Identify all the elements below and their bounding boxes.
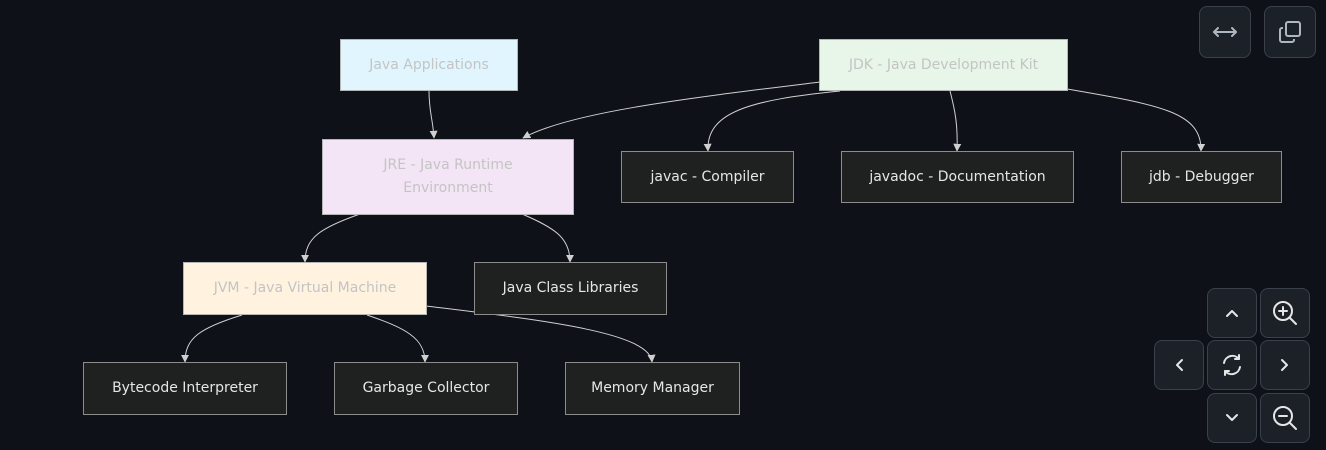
- node-memory-manager[interactable]: Memory Manager: [565, 362, 740, 415]
- copy-button[interactable]: [1264, 6, 1316, 58]
- node-bytecode-interpreter[interactable]: Bytecode Interpreter: [83, 362, 287, 415]
- node-jdb[interactable]: jdb - Debugger: [1121, 151, 1282, 203]
- edge-jvm-interpreter: [181, 314, 243, 363]
- chevron-up-icon: [1226, 310, 1238, 317]
- node-jvm[interactable]: JVM - Java Virtual Machine: [183, 262, 427, 315]
- arrows-horizontal-icon: [1213, 27, 1237, 37]
- pan-left-button[interactable]: [1154, 340, 1204, 390]
- zoom-out-button[interactable]: [1260, 393, 1310, 443]
- edge-jvm-gc: [366, 314, 429, 363]
- pan-up-button[interactable]: [1207, 288, 1257, 338]
- edge-jre-jvm: [301, 213, 361, 263]
- chevron-left-icon: [1176, 359, 1183, 371]
- chevron-right-icon: [1281, 359, 1288, 371]
- edge-jvm-memory: [425, 305, 656, 363]
- edge-jdk-jdb: [1066, 88, 1206, 152]
- node-garbage-collector[interactable]: Garbage Collector: [334, 362, 518, 415]
- edge-jdk-jre: [522, 81, 821, 139]
- edge-jre-libs: [521, 213, 574, 263]
- node-jre[interactable]: JRE - Java Runtime Environment: [322, 139, 574, 215]
- edge-jdk-javac: [703, 90, 841, 152]
- zoom-in-button[interactable]: [1260, 288, 1310, 338]
- reset-view-button[interactable]: [1207, 340, 1257, 390]
- copy-icon: [1279, 21, 1301, 43]
- node-javac[interactable]: javac - Compiler: [621, 151, 794, 203]
- node-java-applications[interactable]: Java Applications: [340, 39, 518, 91]
- zoom-out-icon: [1273, 406, 1297, 430]
- node-javadoc[interactable]: javadoc - Documentation: [841, 151, 1074, 203]
- refresh-icon: [1223, 354, 1241, 376]
- zoom-in-icon: [1273, 301, 1297, 325]
- fit-width-button[interactable]: [1199, 6, 1251, 58]
- pan-down-button[interactable]: [1207, 393, 1257, 443]
- edge-jdk-javadoc: [949, 90, 962, 152]
- node-jdk[interactable]: JDK - Java Development Kit: [819, 39, 1068, 91]
- chevron-down-icon: [1226, 414, 1238, 421]
- node-java-class-libraries[interactable]: Java Class Libraries: [474, 262, 667, 315]
- edge-apps-jre: [428, 90, 438, 139]
- pan-right-button[interactable]: [1260, 340, 1310, 390]
